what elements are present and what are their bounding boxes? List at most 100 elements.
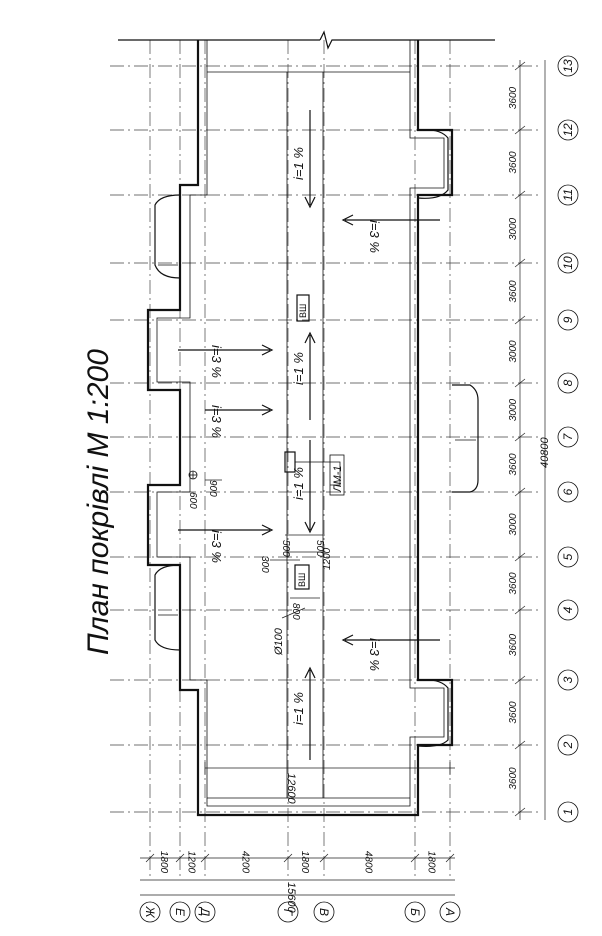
axis-number-circle	[557, 669, 579, 691]
span-label: 3600	[508, 633, 519, 656]
bottom-dim-chain	[140, 857, 455, 896]
span-label: 3000	[508, 340, 519, 363]
axis-number-circle	[557, 252, 579, 274]
slope-label-side-4: i=3 %	[367, 220, 382, 253]
dim-tick	[514, 740, 526, 750]
slope-label-ridge-2: i=1 %	[291, 352, 306, 385]
axis-letter-circle	[313, 901, 335, 923]
total-width-label: 15600	[285, 882, 297, 913]
side-span-label: 1800	[158, 851, 169, 874]
inner-width-label: 12600	[285, 773, 297, 804]
span-label: 3600	[508, 572, 519, 595]
axis-number-circle	[557, 599, 579, 621]
dim-tick	[514, 432, 526, 442]
axis-letter-label: Д	[198, 906, 212, 917]
axis-number-label: 10	[561, 256, 575, 270]
dim-tick	[514, 605, 526, 615]
dim-tick	[514, 125, 526, 135]
axis-letter-label: А	[443, 907, 457, 916]
span-labels: 3600 3600 3600 3600 3000 3600 3000 3000 3600 3000…	[508, 86, 519, 789]
axis-number-label: 5	[561, 553, 575, 560]
dim-tick	[514, 61, 526, 71]
axis-letter-circle	[139, 901, 161, 923]
pipe-label: Ø100	[273, 627, 285, 656]
side-span-label: 1200	[186, 851, 197, 874]
dim-tick	[514, 487, 526, 497]
dim-tick	[175, 853, 185, 863]
left-balconies	[154, 194, 181, 651]
dim-tick	[514, 258, 526, 268]
span-label: 3600	[508, 453, 519, 476]
dim-500-b: 500	[314, 540, 325, 557]
dim-1200: 1200	[322, 547, 333, 570]
roof-hatch-label: ЛМ-1	[332, 466, 344, 494]
dim-900: 900	[207, 480, 218, 497]
dim-tick	[283, 853, 293, 863]
axis-letter-circle	[404, 901, 426, 923]
dim-tick	[145, 853, 155, 863]
axis-number-label: 12	[561, 123, 575, 137]
total-length-label: 40800	[539, 437, 551, 468]
slope-arrows	[178, 110, 440, 760]
dim-tick	[445, 853, 455, 863]
right-balconies	[417, 129, 479, 747]
drain-dims	[205, 479, 325, 619]
vent-shaft-1	[296, 294, 310, 322]
side-span-label: 1800	[299, 851, 310, 874]
drawing-title: План покрівлі М 1:200	[82, 349, 115, 655]
dim-tick	[200, 853, 210, 863]
span-label: 3600	[508, 767, 519, 790]
axis-number-circle	[557, 372, 579, 394]
dim-tick	[514, 378, 526, 388]
axis-number-label: 13	[561, 59, 575, 73]
axis-number-circle	[557, 119, 579, 141]
axis-number-label: 1	[561, 809, 575, 816]
building-outline	[118, 30, 495, 817]
dim-300: 300	[259, 556, 270, 573]
axis-number-circle	[557, 481, 579, 503]
axis-number-label: 2	[561, 741, 575, 749]
vent-shaft-2-label: ВШ	[297, 573, 307, 587]
dim-tick	[514, 315, 526, 325]
right-dim-chain	[519, 60, 546, 820]
slope-label-side-5: i=3 %	[367, 638, 382, 671]
slope-label-side-1: i=3 %	[209, 345, 224, 378]
dim-tick	[514, 190, 526, 200]
number-axes	[110, 65, 540, 813]
axis-letter-circle	[277, 901, 299, 923]
axis-number-circle	[557, 184, 579, 206]
letter-axes	[149, 40, 451, 880]
axis-letter-label: Ж	[143, 905, 157, 918]
axis-number-label: 7	[561, 432, 575, 440]
slope-label-ridge-3: i=1 %	[291, 467, 306, 500]
side-span-label: 4800	[363, 851, 374, 874]
slope-label-ridge-1: i=1 %	[291, 147, 306, 180]
span-label: 3600	[508, 701, 519, 724]
axis-number-label: 11	[561, 189, 575, 201]
side-span-label: 4200	[240, 851, 251, 874]
vent-shaft-2	[294, 564, 310, 590]
span-label: 3000	[508, 398, 519, 421]
slope-label-ridge-4: i=1 %	[291, 692, 306, 725]
axis-letter-circle	[194, 901, 216, 923]
axis-letter-circle	[439, 901, 461, 923]
axis-number-circle	[557, 55, 579, 77]
axis-letter-circle	[169, 901, 191, 923]
axis-number-circle	[557, 734, 579, 756]
slope-label-side-2: i=3 %	[209, 405, 224, 438]
span-label: 3600	[508, 151, 519, 174]
axis-letter-label: Г	[281, 909, 295, 917]
dim-600: 600	[187, 492, 198, 509]
span-label: 3000	[508, 217, 519, 240]
axis-number-circle	[557, 309, 579, 331]
axis-number-circle	[557, 426, 579, 448]
axis-number-circle	[557, 801, 579, 823]
axis-number-label: 6	[561, 488, 575, 495]
span-label: 3000	[508, 513, 519, 536]
axis-number-label: 4	[561, 606, 575, 613]
dim-tick	[514, 552, 526, 562]
dim-tick	[514, 807, 526, 817]
